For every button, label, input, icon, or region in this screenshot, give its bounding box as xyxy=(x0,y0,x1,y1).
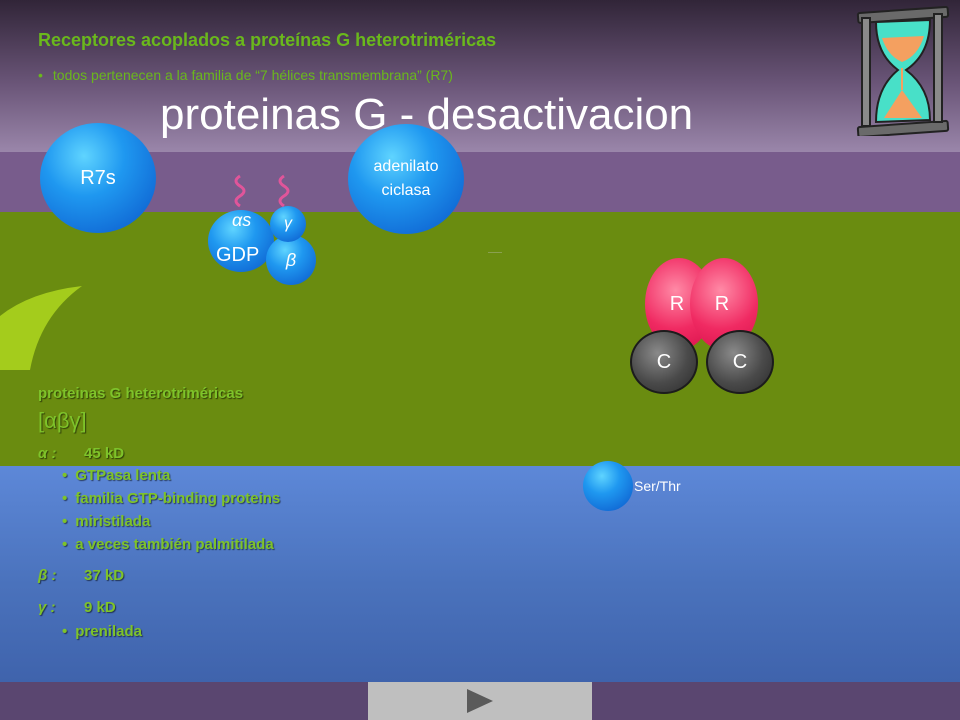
kinase-sphere xyxy=(583,461,633,511)
g-beta-subunit: β xyxy=(266,235,316,285)
g-alpha-subunit xyxy=(208,210,274,272)
adenylate-cyclase: adenilato ciclasa xyxy=(348,124,464,234)
beta-line: β : 37 kD xyxy=(38,567,124,584)
slide-subline: •todos pertenecen a la familia de “7 hél… xyxy=(38,67,453,83)
gdp-label: GDP xyxy=(216,244,260,266)
cytoplasm-band xyxy=(0,212,960,466)
adenylate-label-2: ciclasa xyxy=(381,182,431,199)
membrane-band xyxy=(0,152,960,212)
beta-weight: 37 kD xyxy=(84,567,125,584)
catalytic-subunit: C xyxy=(630,330,698,394)
gamma-symbol: γ xyxy=(284,215,292,232)
g-gamma-subunit: γ xyxy=(270,206,306,242)
regulatory-label: R xyxy=(714,292,730,315)
hourglass-icon xyxy=(852,5,952,138)
list-item: •GTPasa lenta xyxy=(62,467,171,484)
list-item-text: GTPasa lenta xyxy=(75,467,171,484)
catalytic-subunit: C xyxy=(706,330,774,394)
subline-text: todos pertenecen a la familia de “7 héli… xyxy=(52,67,453,83)
header-band xyxy=(0,0,960,152)
catalytic-label: C xyxy=(732,350,748,373)
list-item-text: prenilada xyxy=(75,623,142,640)
list-item-text: miristilada xyxy=(75,513,151,530)
kinase-label: Ser/Thr xyxy=(634,478,681,494)
adenylate-label-1: adenilato xyxy=(373,158,439,175)
receptor-r7s: R7s xyxy=(40,123,156,233)
info-notation: [αβγ] xyxy=(38,408,87,433)
catalytic-label: C xyxy=(656,350,672,373)
slide-heading: Receptores acoplados a proteínas G heter… xyxy=(38,30,497,50)
beta-symbol-info: β : xyxy=(38,567,57,584)
divider xyxy=(488,252,502,253)
alpha-line: α : 45 kD xyxy=(38,445,124,462)
gamma-symbol-info: γ : xyxy=(38,599,56,616)
alpha-symbol: αs xyxy=(232,210,252,230)
regulatory-label: R xyxy=(669,292,685,315)
list-item: •familia GTP-binding proteins xyxy=(62,490,281,507)
alpha-symbol-info: α : xyxy=(38,445,57,462)
receptor-label: R7s xyxy=(80,166,116,189)
lipid-anchor-icon xyxy=(234,174,290,208)
list-item: •miristilada xyxy=(62,513,151,530)
play-triangle-icon xyxy=(467,689,493,713)
lower-band xyxy=(0,466,960,682)
alpha-weight: 45 kD xyxy=(84,445,125,462)
decorative-arc xyxy=(0,286,82,370)
gamma-weight: 9 kD xyxy=(84,599,116,616)
list-item: •a veces también palmitilada xyxy=(62,536,274,553)
info-title: proteinas G heterotriméricas xyxy=(38,385,244,402)
list-item: •prenilada xyxy=(62,623,142,640)
play-button[interactable] xyxy=(368,682,592,720)
gamma-line: γ : 9 kD xyxy=(38,599,116,616)
beta-symbol: β xyxy=(285,249,297,270)
list-item-text: familia GTP-binding proteins xyxy=(75,490,281,507)
list-item-text: a veces también palmitilada xyxy=(75,536,274,553)
